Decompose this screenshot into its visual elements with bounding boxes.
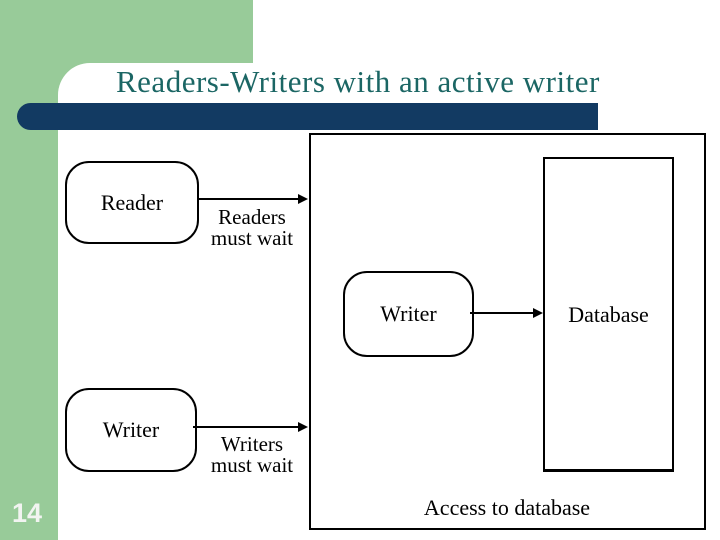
- node-waiting-writer: Writer: [65, 388, 197, 472]
- writer-wait-arrowhead-icon: [298, 422, 308, 432]
- readers-must-wait-line2: must wait: [210, 226, 294, 250]
- writer-database-arrow-line: [470, 312, 535, 314]
- node-active-writer: Writer: [343, 271, 474, 357]
- node-reader-label: Reader: [100, 189, 164, 215]
- writer-database-arrowhead-icon: [533, 308, 543, 318]
- writers-must-wait-line2: must wait: [210, 453, 294, 477]
- slide-page-number: 14: [12, 498, 43, 528]
- writer-wait-arrow-line: [193, 426, 300, 428]
- node-reader: Reader: [65, 161, 199, 244]
- writers-must-wait-line1: Writers: [220, 432, 284, 456]
- reader-wait-arrow-line: [197, 198, 300, 200]
- writers-must-wait-label: Writers must wait: [187, 434, 317, 476]
- reader-wait-arrowhead-icon: [298, 194, 308, 204]
- readers-must-wait-line1: Readers: [218, 205, 286, 229]
- node-database-label: Database: [568, 302, 649, 327]
- readers-must-wait-label: Readers must wait: [187, 207, 317, 249]
- slide-title: Readers-Writers with an active writer: [116, 64, 600, 99]
- access-to-database-caption: Access to database: [423, 495, 591, 520]
- node-database: Database: [543, 157, 674, 472]
- node-active-writer-label: Writer: [380, 301, 437, 326]
- node-waiting-writer-label: Writer: [102, 417, 160, 442]
- title-accent-bar: [17, 103, 598, 130]
